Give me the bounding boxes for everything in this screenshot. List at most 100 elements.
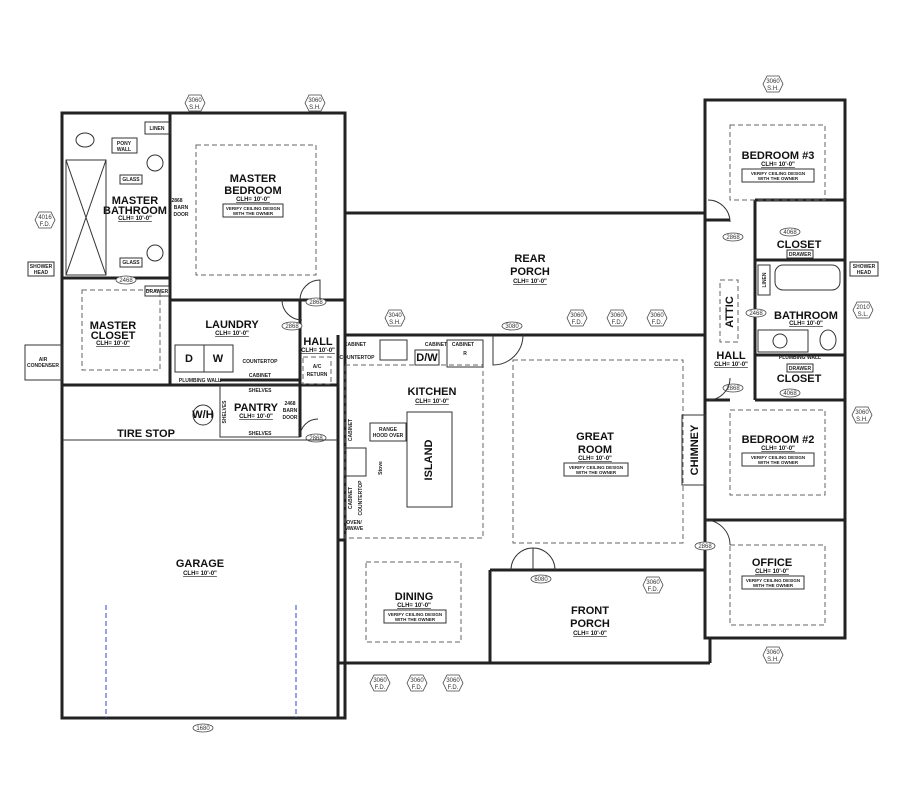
svg-text:CABINET: CABINET [348,487,354,509]
svg-text:3060: 3060 [855,410,869,416]
svg-text:W: W [213,353,224,365]
svg-text:PORCH: PORCH [510,266,550,278]
svg-text:3080: 3080 [505,324,519,330]
svg-text:6080: 6080 [534,577,548,583]
svg-text:CLH= 10'-0": CLH= 10'-0" [789,321,823,327]
svg-text:DOOR: DOOR [174,212,189,218]
svg-text:CLH= 10'-0": CLH= 10'-0" [301,348,335,354]
svg-text:WITH THE OWNER: WITH THE OWNER [753,583,794,588]
svg-text:TIRE STOP: TIRE STOP [117,428,175,440]
svg-text:COUNTERTOP: COUNTERTOP [243,359,279,365]
svg-text:CLOSET: CLOSET [777,373,822,385]
svg-text:2868: 2868 [698,544,712,550]
svg-text:R: R [463,351,467,357]
svg-text:3060: 3060 [308,98,322,104]
svg-text:GLASS: GLASS [122,260,140,266]
svg-text:WITH THE OWNER: WITH THE OWNER [758,176,799,181]
svg-text:COUNTERTOP: COUNTERTOP [358,480,364,516]
svg-text:CLOSET: CLOSET [91,330,136,342]
svg-text:FRONT: FRONT [571,605,609,617]
svg-text:VERIFY CEILING DESIGN: VERIFY CEILING DESIGN [751,171,805,176]
svg-text:D: D [185,353,193,365]
svg-text:CLH= 10'-0": CLH= 10'-0" [397,603,431,609]
svg-text:Stove: Stove [378,461,384,475]
svg-text:3060: 3060 [646,580,660,586]
svg-text:2010: 2010 [856,305,870,311]
svg-text:SHELVES: SHELVES [222,400,228,424]
svg-text:PANTRY: PANTRY [234,402,279,414]
svg-text:OFFICE: OFFICE [752,557,792,569]
svg-text:DOOR: DOOR [283,415,298,421]
svg-text:BEDROOM #3: BEDROOM #3 [742,150,815,162]
svg-text:VERIFY CEILING DESIGN: VERIFY CEILING DESIGN [746,578,800,583]
svg-text:MASTER: MASTER [90,320,137,332]
svg-text:DRAWER: DRAWER [789,252,812,258]
svg-text:S.H.: S.H. [389,320,401,326]
svg-text:S.H.: S.H. [309,105,321,111]
svg-text:CONDENSER: CONDENSER [27,363,59,369]
svg-text:CLH= 10'-0": CLH= 10'-0" [183,571,217,577]
svg-text:HOOD OVER: HOOD OVER [373,433,404,439]
svg-text:MWAVE: MWAVE [345,526,364,532]
svg-text:PLUMBING WALL: PLUMBING WALL [779,355,821,361]
svg-text:DINING: DINING [395,591,434,603]
svg-text:CLH= 10'-0": CLH= 10'-0" [215,331,249,337]
svg-text:GLASS: GLASS [122,177,140,183]
svg-text:LAUNDRY: LAUNDRY [205,319,259,331]
svg-text:HEAD: HEAD [34,270,49,276]
svg-text:2468: 2468 [119,278,133,284]
svg-text:MASTER: MASTER [112,195,159,207]
svg-text:2868: 2868 [171,198,182,204]
svg-text:BATHROOM: BATHROOM [103,205,167,217]
svg-text:F.D.: F.D. [648,587,659,593]
svg-text:4068: 4068 [783,391,797,397]
svg-text:LINEN: LINEN [150,126,165,132]
svg-text:3060: 3060 [446,678,460,684]
svg-text:VERIFY CEILING DESIGN: VERIFY CEILING DESIGN [751,455,805,460]
svg-text:AIR: AIR [39,357,48,363]
svg-text:WITH THE OWNER: WITH THE OWNER [576,470,617,475]
svg-text:S.L.: S.L. [858,312,869,318]
svg-text:F.D.: F.D. [572,320,583,326]
svg-text:W/H: W/H [192,409,213,421]
svg-text:SHELVES: SHELVES [249,388,273,394]
svg-text:CLH= 10'-0": CLH= 10'-0" [415,399,449,405]
svg-text:BEDROOM: BEDROOM [224,185,281,197]
svg-text:SHOWER: SHOWER [853,264,876,270]
svg-text:3060: 3060 [188,98,202,104]
svg-text:CLH= 10'-0": CLH= 10'-0" [236,197,270,203]
svg-text:WITH THE OWNER: WITH THE OWNER [395,617,436,622]
svg-text:HALL: HALL [716,350,746,362]
svg-text:CLOSET: CLOSET [777,239,822,251]
svg-text:4068: 4068 [783,230,797,236]
svg-text:WALL: WALL [117,147,131,153]
svg-text:VERIFY CEILING DESIGN: VERIFY CEILING DESIGN [226,206,280,211]
svg-text:GARAGE: GARAGE [176,558,224,570]
svg-text:S.H.: S.H. [767,657,779,663]
svg-text:ROOM: ROOM [578,444,612,456]
svg-text:OVEN/: OVEN/ [346,520,362,526]
svg-text:RANGE: RANGE [379,427,398,433]
svg-text:3040: 3040 [388,313,402,319]
svg-text:HEAD: HEAD [857,270,872,276]
svg-text:DRAWER: DRAWER [789,366,812,372]
svg-text:A/C: A/C [313,364,322,370]
svg-text:CABINET: CABINET [344,342,366,348]
svg-text:2868: 2868 [285,324,299,330]
svg-text:2868: 2868 [309,300,323,306]
svg-text:LINEN: LINEN [762,272,768,287]
svg-text:CLH= 10'-0": CLH= 10'-0" [578,456,612,462]
svg-text:KITCHEN: KITCHEN [408,386,457,398]
svg-text:PLUMBING WALL: PLUMBING WALL [179,378,221,384]
